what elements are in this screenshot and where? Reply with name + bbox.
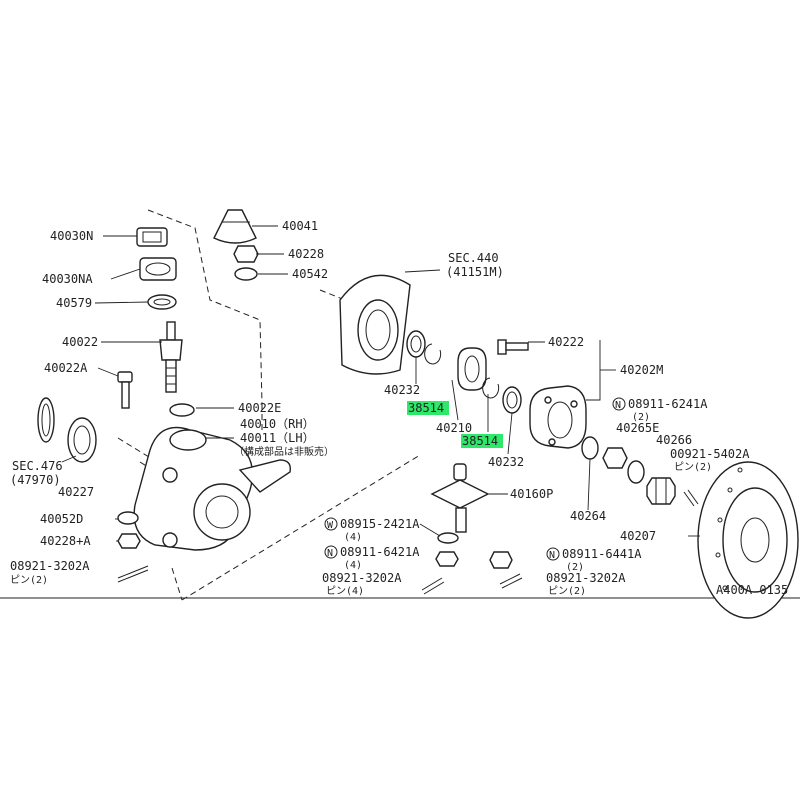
washer-40022e	[169, 403, 195, 417]
seal-40579	[147, 294, 177, 310]
nut-08911-6421a	[435, 551, 459, 567]
label-40265e[interactable]: 40265E	[616, 421, 659, 435]
washer-40542	[234, 267, 258, 281]
washer-40052d	[117, 511, 139, 525]
label-6441a-qty: (2)	[566, 562, 584, 573]
bearing-40030n	[136, 227, 168, 247]
pin-08921-left	[117, 565, 149, 583]
label-40011[interactable]: 40011（LH）	[240, 431, 315, 445]
label-40264[interactable]: 40264	[570, 509, 606, 523]
label-40579[interactable]: 40579	[56, 296, 92, 310]
snap-ring-38514-right	[482, 377, 500, 399]
label-00921-5402a[interactable]: 00921-5402A	[670, 447, 750, 461]
label-pin-08921-right[interactable]: 08921-3202A	[546, 571, 626, 585]
castle-nut-40266	[646, 477, 676, 505]
label-pin-5402a-qty: ピン(2)	[674, 461, 712, 473]
label-sec440-sub: (41151M)	[446, 265, 504, 279]
label-40030na[interactable]: 40030NA	[42, 272, 93, 286]
mark-n-6421a	[324, 545, 338, 559]
mark-n-6441a	[546, 547, 560, 561]
ball-joint-40160p	[430, 463, 490, 533]
dust-shield-sec440	[339, 274, 411, 375]
hub-40202m	[529, 385, 587, 449]
diagram-code: A400A 0135	[716, 583, 788, 597]
bolt-40022a	[117, 371, 133, 409]
label-pin-mid-qty: ピン(4)	[326, 585, 364, 597]
nut-08911-6441a	[489, 551, 513, 569]
label-40207[interactable]: 40207	[620, 529, 656, 543]
label-40010[interactable]: 40010（RH）	[240, 417, 315, 431]
pin-08921-right	[499, 573, 523, 589]
label-40052d[interactable]: 40052D	[40, 512, 83, 526]
nut-40228a	[117, 533, 141, 549]
label-40030n[interactable]: 40030N	[50, 229, 93, 243]
seal-40227	[67, 417, 97, 463]
snap-ring-38514-left	[424, 343, 442, 365]
mark-w-2421a	[324, 517, 338, 531]
label-sec476[interactable]: SEC.476	[12, 459, 63, 473]
label-6421a-qty: (4)	[344, 560, 362, 571]
mark-n-6441a-letter: N	[549, 550, 555, 561]
abs-ring-sec476	[37, 397, 55, 443]
boot-40041	[213, 209, 257, 244]
label-pin-08921-mid[interactable]: 08921-3202A	[322, 571, 402, 585]
nut-08911-6241a	[602, 447, 628, 469]
label-40232-right[interactable]: 40232	[488, 455, 524, 469]
seal-40232-right	[502, 386, 522, 414]
label-40022a[interactable]: 40022A	[44, 361, 88, 375]
label-38514-left[interactable]: 38514	[408, 401, 444, 415]
leader-lines	[61, 225, 700, 542]
knuckle-40010-40011	[133, 426, 291, 551]
pin-00921-5402a	[683, 489, 699, 507]
label-40041[interactable]: 40041	[282, 219, 318, 233]
label-40228a[interactable]: 40228+A	[40, 534, 91, 548]
mark-w-2421a-letter: W	[327, 520, 334, 531]
note-not-sold: （構成部品は非販売）	[234, 445, 334, 458]
bearing-40210	[457, 347, 487, 391]
washer-40265e	[627, 460, 645, 484]
label-2421a-qty: (4)	[344, 532, 362, 543]
mark-n-6241a-letter: N	[615, 400, 621, 411]
washer-08915-2421a	[437, 532, 459, 544]
label-40210[interactable]: 40210	[436, 421, 472, 435]
label-40227[interactable]: 40227	[58, 485, 94, 499]
label-pin-08921-left[interactable]: 08921-3202A	[10, 559, 90, 573]
label-sec476-sub: (47970)	[10, 473, 61, 487]
label-40160p[interactable]: 40160P	[510, 487, 553, 501]
label-08915-2421a[interactable]: 08915-2421A	[340, 517, 420, 531]
pin-08921-mid	[421, 577, 445, 595]
disc-rotor-40207	[697, 461, 799, 619]
washer-40264	[581, 436, 599, 460]
label-40202m[interactable]: 40202M	[620, 363, 663, 377]
label-08911-6241a[interactable]: 08911-6241A	[628, 397, 708, 411]
highlight-38514-right	[461, 434, 503, 448]
label-40222[interactable]: 40222	[548, 335, 584, 349]
label-38514-right[interactable]: 38514	[462, 434, 498, 448]
nut-40228	[233, 245, 259, 263]
label-pin-left-qty: ピン(2)	[10, 574, 48, 586]
mark-n-6241a	[612, 397, 626, 411]
label-40266[interactable]: 40266	[656, 433, 692, 447]
bearing-40030na	[139, 257, 177, 281]
label-40022[interactable]: 40022	[62, 335, 98, 349]
seal-40232-left	[406, 330, 426, 358]
label-40022e[interactable]: 40022E	[238, 401, 281, 415]
highlight-38514-left	[407, 401, 449, 415]
label-sec440[interactable]: SEC.440	[448, 251, 499, 265]
label-08911-6421a[interactable]: 08911-6421A	[340, 545, 420, 559]
label-08911-6441a[interactable]: 08911-6441A	[562, 547, 642, 561]
label-pin-right-qty: ピン(2)	[548, 585, 586, 597]
label-40228[interactable]: 40228	[288, 247, 324, 261]
shaft-40022	[159, 321, 183, 393]
label-6241a-qty: (2)	[632, 412, 650, 423]
wheel-bolt-40222	[497, 339, 529, 355]
label-40232-left[interactable]: 40232	[384, 383, 420, 397]
label-40542[interactable]: 40542	[292, 267, 328, 281]
mark-n-6421a-letter: N	[327, 548, 333, 559]
